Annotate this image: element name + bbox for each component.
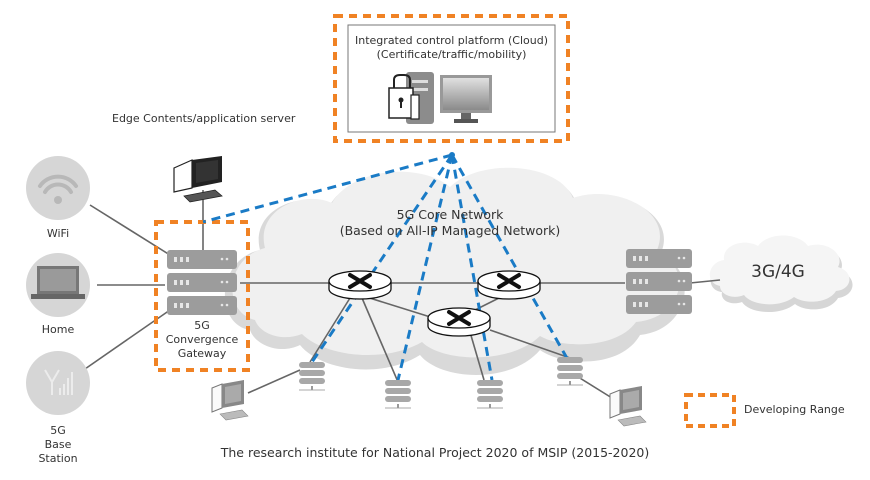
edge-server-icon: [557, 357, 583, 386]
desktop-computer-icon: [609, 386, 647, 427]
router: [328, 270, 392, 300]
core-network-title: 5G Core Network (Based on All-IP Managed…: [339, 207, 561, 238]
monitor-icon: [440, 75, 492, 123]
antenna-icon: [44, 369, 73, 395]
lock-icon: [388, 74, 420, 120]
router: [427, 307, 491, 337]
legend-label: Developing Range: [744, 403, 845, 416]
control-platform-box: [347, 24, 556, 133]
edge-server-icon: [477, 380, 503, 409]
router: [477, 270, 541, 300]
core-network-cloud: [224, 167, 685, 375]
gateway-label: 5G Convergence Gateway: [165, 319, 239, 360]
router-x-icon: [348, 273, 372, 289]
edge-server-icon: [299, 362, 325, 391]
platform-developing-range: [333, 14, 570, 143]
legend-swatch: [684, 393, 736, 428]
legacy-network-cloud: [709, 235, 853, 313]
platform-link-hub: [449, 152, 455, 158]
desktop-computer-icon: [211, 380, 249, 421]
gateway-server-rack: [167, 250, 237, 315]
server-rack-icon: [167, 250, 237, 315]
wifi-icon: [38, 174, 78, 204]
edge-server-label: Edge Contents/application server: [112, 112, 296, 125]
gateway-developing-range: [154, 220, 250, 372]
client-pc-right: [609, 386, 647, 427]
developing-range-boxes: [154, 14, 570, 372]
core-edge-server-rack: [626, 249, 692, 314]
base-station-node: [26, 351, 90, 415]
home-label: Home: [41, 323, 75, 336]
router-x-icon: [447, 310, 471, 326]
wifi-label: WiFi: [46, 227, 70, 240]
control-links: [202, 153, 570, 381]
client-pc-left: [211, 380, 249, 421]
platform-title: Integrated control platform (Cloud) (Cer…: [355, 34, 548, 61]
home-node: [26, 253, 90, 317]
diagram-caption: The research institute for National Proj…: [220, 445, 650, 460]
laptop-icon: [31, 266, 85, 299]
legacy-network-label: 3G/4G: [751, 262, 805, 282]
wifi-node: [26, 156, 90, 220]
edge-server-icon: [385, 380, 411, 409]
router-x-icon: [497, 273, 521, 289]
base-station-label: 5G Base Station: [38, 424, 78, 465]
desktop-computer-icon: [173, 156, 223, 203]
server-rack-icon: [626, 249, 692, 314]
